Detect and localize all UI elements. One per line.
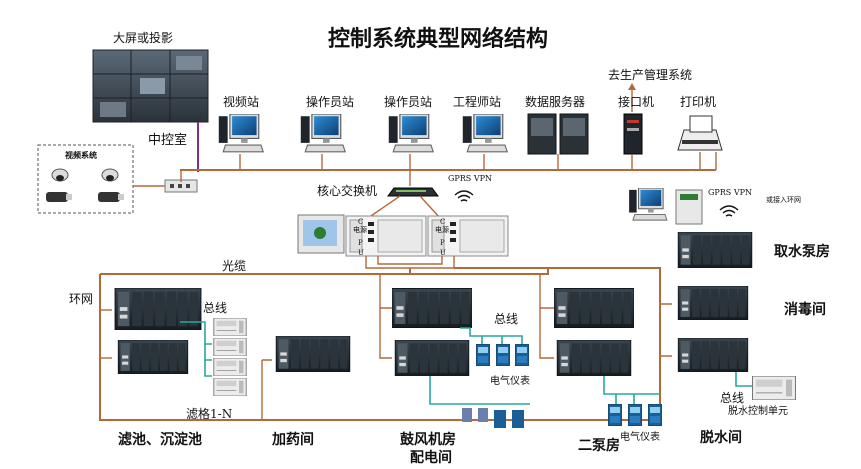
- workstation-icon: [218, 114, 264, 153]
- video-system-label: 视频系统: [65, 150, 97, 160]
- gprs-vpn-2-label: GPRS VPN: [708, 188, 752, 197]
- meter-icon: [496, 344, 510, 366]
- plc-cpu-left: [345, 215, 427, 257]
- bus-3-label: 总线: [720, 391, 744, 405]
- data-server-label: 数据服务器: [525, 94, 585, 109]
- touch-panel-icon: [297, 214, 345, 254]
- or-ring-label: 或接入环网: [766, 195, 801, 204]
- wifi-icon: [719, 205, 739, 217]
- area-pump-room-2: 二泵房: [578, 437, 620, 454]
- elec-meter-2-label: 电气仪表: [620, 430, 660, 443]
- area-filter-sediment: 滤池、沉淀池: [118, 431, 202, 448]
- cpu-u-left: U: [358, 249, 364, 257]
- cpu-p-left: P: [358, 239, 363, 247]
- area-distribution-room: 配电间: [410, 449, 452, 466]
- filter-grid-label: 滤格1-N: [186, 406, 232, 421]
- video-station-label: 视频站: [223, 94, 259, 109]
- workstation-icon: [462, 114, 508, 153]
- engineer-station-label: 工程师站: [453, 94, 501, 109]
- power-label-right: 电源: [435, 225, 449, 234]
- meter-icon: [608, 404, 622, 426]
- core-switch-label: 核心交换机: [317, 183, 377, 198]
- control-unit-icon: [213, 338, 247, 356]
- plc-rack-icon: [394, 340, 470, 376]
- operator-station-1-label: 操作员站: [306, 94, 354, 109]
- plc-rack-icon: [677, 338, 749, 372]
- control-room-label: 中控室: [148, 132, 187, 148]
- gprs-vpn-1-label: GPRS VPN: [448, 174, 492, 183]
- field-instruments-icon: [462, 408, 524, 428]
- ring-label: 环网: [69, 292, 93, 306]
- meter-icon: [628, 404, 642, 426]
- meter-icon: [476, 344, 490, 366]
- cpu-c-left: C: [358, 218, 363, 226]
- meter-icon: [515, 344, 529, 366]
- bus-2-label: 总线: [494, 312, 518, 326]
- gprs-modem-icon: [675, 189, 703, 225]
- big-screen-label: 大屏或投影: [113, 30, 173, 45]
- printer-icon: [677, 115, 723, 151]
- workstation-icon: [388, 114, 434, 153]
- camera-icon: [46, 168, 124, 202]
- cpu-u-right: U: [440, 249, 446, 257]
- plc-rack-icon: [554, 288, 634, 328]
- interface-machine-label: 接口机: [618, 94, 654, 109]
- video-switch-icon: [164, 179, 198, 193]
- area-disinfection: 消毒间: [784, 301, 826, 318]
- diagram-title: 控制系统典型网络结构: [328, 26, 548, 52]
- cpu-c-right: C: [440, 218, 445, 226]
- fiber-label: 光缆: [222, 259, 246, 273]
- workstation-icon: [628, 188, 668, 221]
- video-wall-icon: [92, 49, 209, 123]
- plc-rack-icon: [677, 232, 753, 268]
- plc-rack-icon: [677, 286, 749, 320]
- plc-rack-icon: [114, 288, 202, 330]
- switch-icon: [387, 187, 439, 197]
- dewater-unit-label: 脱水控制单元: [728, 404, 788, 417]
- control-unit-icon: [213, 358, 247, 376]
- area-dewatering: 脱水间: [700, 429, 742, 446]
- control-unit-icon: [752, 376, 796, 400]
- server-icon: [527, 113, 589, 155]
- control-unit-icon: [213, 318, 247, 336]
- cpu-p-right: P: [440, 239, 445, 247]
- plc-rack-icon: [556, 340, 632, 376]
- wifi-icon: [454, 190, 474, 202]
- workstation-icon: [300, 114, 346, 153]
- power-label-left: 电源: [353, 225, 367, 234]
- printer-label: 打印机: [680, 95, 716, 109]
- bus-1-label: 总线: [203, 301, 227, 315]
- plc-rack-icon: [392, 288, 472, 328]
- elec-meter-1-label: 电气仪表: [490, 374, 530, 387]
- to-production-mgmt-label: 去生产管理系统: [608, 67, 692, 82]
- interface-machine-icon: [623, 113, 643, 155]
- meter-icon: [648, 404, 662, 426]
- plc-rack-icon: [117, 340, 189, 374]
- area-intake-pump: 取水泵房: [774, 243, 830, 260]
- operator-station-2-label: 操作员站: [384, 94, 432, 109]
- plc-cpu-right: [427, 215, 509, 257]
- plc-rack-icon: [275, 336, 351, 372]
- area-blower-room: 鼓风机房: [400, 431, 456, 448]
- area-dosing: 加药间: [271, 431, 314, 448]
- control-unit-icon: [213, 378, 247, 396]
